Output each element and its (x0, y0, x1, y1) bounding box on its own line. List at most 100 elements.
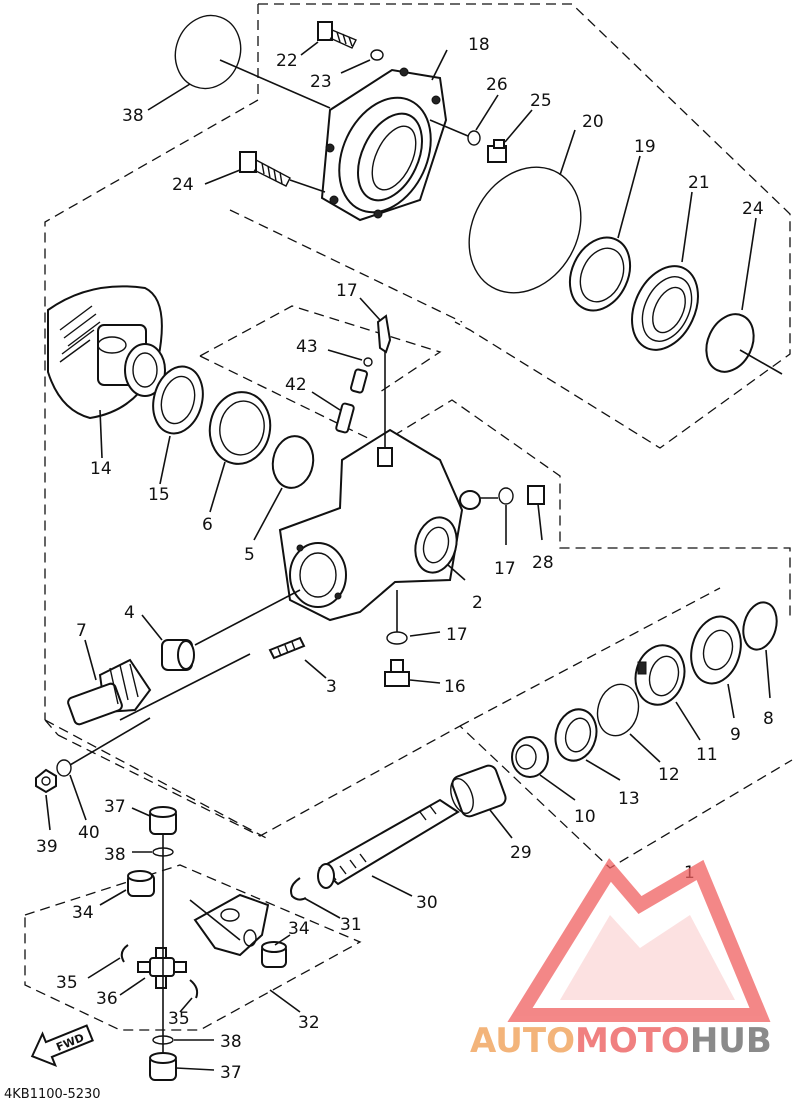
callout-24: 22 (276, 51, 298, 71)
circlip-38-bottom (152, 1035, 174, 1045)
spacer-10 (511, 736, 549, 778)
outline-bearing-group (199, 305, 791, 620)
stud-bolt-3 (268, 636, 306, 660)
callout-18: 17 (336, 281, 358, 301)
callout-36: 36 (96, 989, 118, 1009)
bearing-cup-37-bottom (149, 1052, 177, 1081)
watermark-text: AUTOMOTOHUB (470, 1021, 772, 1061)
callout-2: 2 (472, 593, 483, 613)
washer-17-upper (498, 487, 514, 505)
axis-39 (219, 59, 331, 109)
watermark-moto: MOTO (575, 1021, 690, 1061)
callout-14: 14 (90, 459, 112, 479)
watermark-auto: AUTO (470, 1021, 575, 1061)
plug-bolt-27 (487, 139, 507, 163)
callout-17-upper: 17 (494, 559, 516, 579)
callout-29: 28 (532, 553, 554, 573)
bearing-cup-37-top (149, 806, 177, 835)
callout-7: 7 (76, 621, 87, 641)
bearing-21 (631, 265, 699, 351)
watermark-hub: HUB (690, 1021, 772, 1061)
drive-shaft-31 (317, 798, 460, 889)
bushing-4 (161, 639, 195, 671)
outline-housing-group (44, 209, 463, 841)
circlip-23 (705, 313, 755, 373)
circlip-35-right (189, 979, 199, 999)
fwd-direction-arrow-icon: FWD (30, 1024, 94, 1068)
callout-37-bottom: 37 (220, 1063, 242, 1083)
callout-39: 38 (122, 106, 144, 126)
callout-43: 43 (296, 337, 318, 357)
washer-28 (467, 130, 481, 146)
callout-35-left: 35 (56, 973, 78, 993)
callout-15: 15 (148, 485, 170, 505)
yoke-33 (193, 893, 270, 957)
diagram-code: 4KB1100-5230 (4, 1087, 101, 1102)
callout-38-bottom: 38 (220, 1032, 242, 1052)
callout-3: 3 (326, 677, 337, 697)
callout-10: 10 (574, 807, 596, 827)
o-ring-22 (468, 166, 582, 294)
plug-29 (527, 485, 545, 505)
callout-32: 31 (340, 915, 362, 935)
oil-seal-13 (554, 708, 598, 762)
callout-28: 26 (486, 75, 508, 95)
ring-gear-14 (47, 285, 166, 420)
bearing-cup-34-right (261, 941, 287, 968)
seal-5 (271, 435, 315, 489)
washer-25 (370, 49, 384, 61)
needle-bearing-6 (208, 391, 272, 465)
callout-40: 39 (36, 837, 58, 857)
circlip-8 (742, 601, 778, 651)
watermark-logo-icon (507, 858, 771, 1022)
callout-30: 29 (510, 843, 532, 863)
gear-housing-2 (278, 428, 481, 622)
callout-11: 11 (696, 745, 718, 765)
callout-9: 9 (730, 725, 741, 745)
nut-40 (35, 768, 57, 794)
callout-33: 32 (298, 1013, 320, 1033)
bearing-cup-34-left (127, 870, 155, 897)
pinion-gear-7 (67, 658, 152, 726)
cover-flange-19 (320, 67, 448, 222)
shim-15 (152, 365, 204, 435)
stud-18 (376, 314, 392, 354)
callout-31: 30 (416, 893, 438, 913)
callout-41: 40 (78, 823, 100, 843)
callout-42: 42 (285, 375, 307, 395)
o-ring-39 (174, 14, 242, 90)
callout-17-lower: 17 (446, 625, 468, 645)
oil-seal-20 (568, 236, 632, 312)
callout-35-right: 35 (168, 1009, 190, 1029)
callout-37-top: 37 (104, 797, 126, 817)
callout-12: 12 (658, 765, 680, 785)
callout-34-left: 34 (72, 903, 94, 923)
callout-16: 16 (444, 677, 466, 697)
callout-13: 13 (618, 789, 640, 809)
callout-20: 19 (634, 137, 656, 157)
callout-4: 4 (124, 603, 135, 623)
washer-17-lower (386, 631, 408, 645)
drain-bolt-16 (384, 659, 410, 687)
cross-spider-36 (137, 947, 187, 989)
washer-41 (56, 759, 72, 777)
collar-11 (634, 644, 686, 706)
outline-lower-shaft-group (57, 587, 793, 869)
callout-19: 18 (468, 35, 490, 55)
outline-joint-group (24, 864, 362, 1031)
needle-bearing-30 (450, 764, 507, 818)
callout-22: 20 (582, 112, 604, 132)
callout-8: 8 (763, 709, 774, 729)
callout-5: 5 (244, 545, 255, 565)
bearing-9 (690, 615, 742, 685)
callout-38-top: 38 (104, 845, 126, 865)
callout-21: 21 (688, 173, 710, 193)
circlip-32 (290, 877, 307, 901)
callout-26: 24 (172, 175, 194, 195)
bolt-26 (239, 151, 291, 187)
circlip-35-left (120, 944, 129, 963)
dowel-pin-42 (335, 368, 368, 434)
leader-39 (147, 83, 191, 111)
outline-upper-assembly (44, 3, 791, 720)
